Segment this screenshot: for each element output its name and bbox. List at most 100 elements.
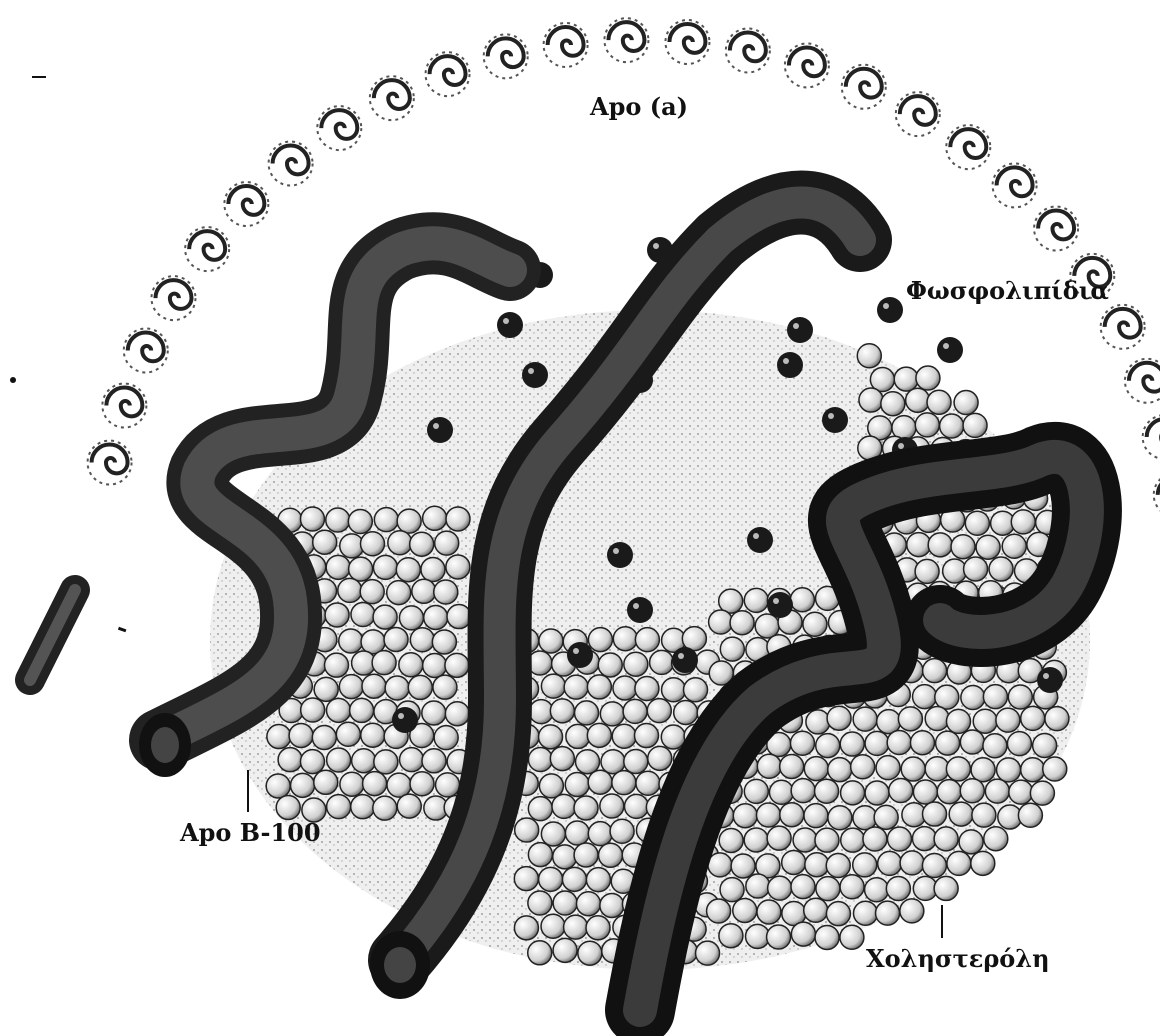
- phospholipid-bead: [865, 731, 889, 755]
- phospholipid-bead: [815, 779, 839, 803]
- phospholipid-bead: [399, 606, 423, 630]
- phospholipid-bead: [434, 726, 458, 750]
- phospholipid-bead: [791, 875, 815, 899]
- phospholipid-bead: [612, 724, 636, 748]
- lipid-dot-highlight: [433, 423, 439, 429]
- phospholipid-bead: [360, 580, 384, 604]
- phospholipid-bead: [960, 730, 984, 754]
- phospholipid-bead: [949, 802, 973, 826]
- phospholipid-bead: [623, 699, 647, 723]
- phospholipid-bead: [600, 893, 624, 917]
- kringle-loop: [548, 27, 584, 56]
- phospholipid-bead: [300, 750, 324, 774]
- kringle-outline: [124, 328, 168, 372]
- phospholipid-bead: [828, 806, 852, 830]
- phospholipid-bead: [1018, 803, 1042, 827]
- phospholipid-bead: [362, 674, 386, 698]
- phospholipid-bead: [635, 677, 659, 701]
- phospholipid-bead: [894, 367, 918, 391]
- kringle-loop: [92, 445, 128, 474]
- phospholipid-bead: [946, 757, 970, 781]
- phospholipid-bead: [816, 877, 840, 901]
- lipid-dot-highlight: [633, 603, 639, 609]
- phospholipid-bead: [951, 535, 975, 559]
- kringle-loop: [789, 47, 825, 76]
- lipid-dot-highlight: [613, 548, 619, 554]
- phospholipid-bead: [432, 630, 456, 654]
- phospholipid-bead: [790, 588, 814, 612]
- label-apo-b100: Apo B-100: [180, 818, 321, 847]
- phospholipid-bead: [361, 723, 385, 747]
- kringle-loop: [228, 186, 264, 215]
- phospholipid-bead: [388, 531, 412, 555]
- phospholipid-bead: [528, 843, 552, 867]
- lipid-dot-highlight: [528, 368, 534, 374]
- kringle-loop: [430, 56, 466, 85]
- phospholipid-bead: [424, 605, 448, 629]
- phospholipid-bead: [550, 699, 574, 723]
- kringle-outline: [993, 163, 1037, 207]
- phospholipid-bead: [1011, 510, 1035, 534]
- phospholipid-bead: [780, 803, 804, 827]
- phospholipid-bead: [767, 925, 791, 949]
- phospholipid-bead: [410, 628, 434, 652]
- phospholipid-bead: [720, 878, 744, 902]
- phospholipid-bead: [400, 748, 424, 772]
- phospholipid-bead: [349, 557, 373, 581]
- phospholipid-bead: [791, 922, 815, 946]
- phospholipid-bead: [780, 754, 804, 778]
- phospholipid-bead: [397, 509, 421, 533]
- phospholipid-bead: [301, 698, 325, 722]
- phospholipid-bead: [351, 795, 375, 819]
- kringle-loop: [1105, 309, 1141, 338]
- phospholipid-bead: [588, 770, 612, 794]
- phospholipid-bead: [815, 925, 839, 949]
- phospholipid-bead: [928, 533, 952, 557]
- phospholipid-bead: [865, 781, 889, 805]
- lipid-dot-highlight: [573, 648, 579, 654]
- phospholipid-bead: [889, 779, 913, 803]
- kringle-loop: [608, 22, 644, 51]
- kringle-loop: [488, 38, 524, 67]
- phospholipid-bead: [276, 795, 300, 819]
- phospholipid-bead: [1007, 732, 1031, 756]
- phospholipid-bead: [744, 828, 768, 852]
- kringle-loop: [730, 32, 766, 61]
- phospholipid-bead: [636, 771, 660, 795]
- phospholipid-bead: [385, 676, 409, 700]
- phospholipid-bead: [650, 650, 674, 674]
- phospholipid-bead: [906, 388, 930, 412]
- phospholipid-bead: [410, 532, 434, 556]
- phospholipid-bead: [898, 707, 922, 731]
- phospholipid-bead: [923, 659, 947, 683]
- phospholipid-bead: [624, 749, 648, 773]
- phospholipid-bead: [756, 803, 780, 827]
- phospholipid-bead: [327, 795, 351, 819]
- phospholipid-bead: [876, 901, 900, 925]
- phospholipid-bead: [565, 821, 589, 845]
- phospholipid-bead: [934, 827, 958, 851]
- phospholipid-bead: [266, 774, 290, 798]
- phospholipid-bead: [326, 698, 350, 722]
- phospholipid-bead: [881, 392, 905, 416]
- phospholipid-bead: [541, 674, 565, 698]
- phospholipid-bead: [562, 867, 586, 891]
- phospholipid-bead: [373, 605, 397, 629]
- phospholipid-bead: [539, 629, 563, 653]
- phospholipid-bead: [514, 916, 538, 940]
- phospholipid-bead: [674, 700, 698, 724]
- phospholipid-bead: [446, 507, 470, 531]
- phospholipid-bead: [965, 511, 989, 535]
- lipid-dot-highlight: [653, 243, 659, 249]
- phospholipid-bead: [983, 734, 1007, 758]
- phospholipid-bead: [613, 676, 637, 700]
- phospholipid-bead: [915, 559, 939, 583]
- phospholipid-bead: [552, 794, 576, 818]
- phospholipid-bead: [661, 725, 685, 749]
- phospholipid-bead: [997, 758, 1021, 782]
- phospholipid-bead: [539, 774, 563, 798]
- phospholipid-bead: [922, 802, 946, 826]
- phospholipid-bead: [730, 611, 754, 635]
- phospholipid-bead: [374, 508, 398, 532]
